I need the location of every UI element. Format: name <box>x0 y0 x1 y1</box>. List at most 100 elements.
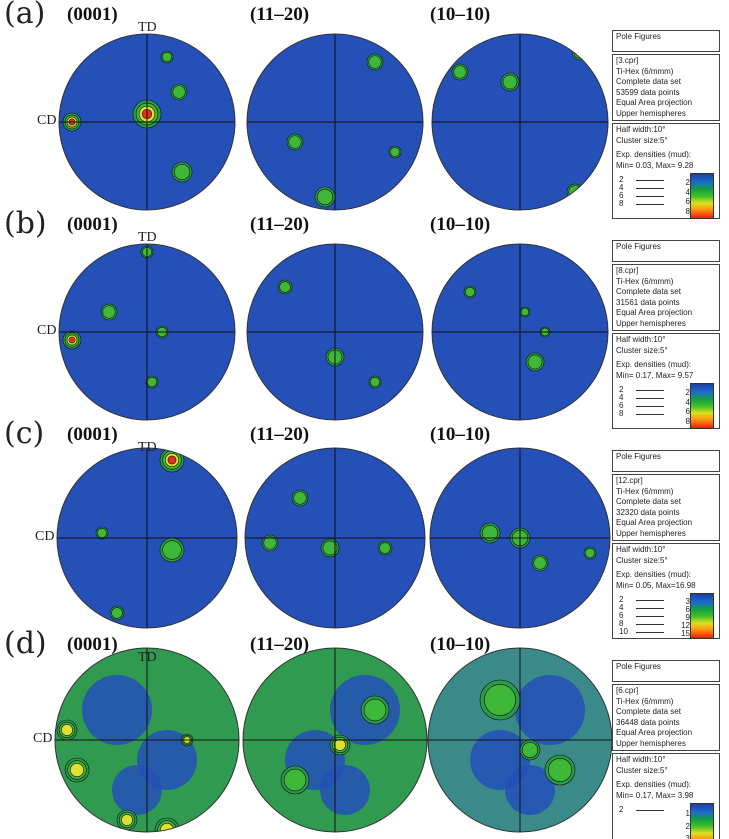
density-contour <box>502 74 518 90</box>
density-contour <box>162 52 172 62</box>
info-half-width: Half width:10° <box>616 125 666 134</box>
colorbar-label: 2 <box>685 177 690 187</box>
density-contour <box>173 163 191 181</box>
density-contour <box>97 528 107 538</box>
contour-level-label: 8 <box>619 619 624 628</box>
contour-level-label: 2 <box>619 805 624 814</box>
contour-level-line <box>636 204 664 205</box>
contour-level-label: 4 <box>619 393 624 402</box>
low-density-region <box>320 765 370 815</box>
low-density-region <box>112 765 162 815</box>
contour-level-line <box>636 600 664 601</box>
density-info-box: Half width:10°Cluster size:5°Exp. densit… <box>612 543 720 639</box>
density-contour <box>322 540 338 556</box>
pole-figure-title: (11–20) <box>250 214 310 235</box>
density-contour <box>102 305 116 319</box>
colorbar-label: 3 <box>685 834 690 839</box>
info-phase: Ti-Hex (6/mmm) <box>616 696 674 706</box>
density-contour <box>334 739 346 751</box>
info-file: [12.cpr] <box>616 476 643 485</box>
contour-level-label: 6 <box>619 611 624 620</box>
low-density-region <box>505 765 555 815</box>
panel-title: Pole Figures <box>616 662 661 671</box>
info-hemisphere: Upper hemispheres <box>616 318 686 328</box>
contour-level-label: 2 <box>619 175 624 184</box>
info-dataset: Complete data set <box>616 707 681 716</box>
colorbar-label: 4 <box>685 187 690 197</box>
cd-label: CD <box>37 113 57 128</box>
info-panel: Pole Figures [6.cpr]Ti-Hex (6/mmm)Complet… <box>612 660 720 839</box>
contour-level-line <box>636 632 664 633</box>
panel-title-box: Pole Figures <box>612 450 720 472</box>
density-info-box: Half width:10°Cluster size:5°Exp. densit… <box>612 333 720 429</box>
density-contour <box>520 307 530 317</box>
contour-level-label: 6 <box>619 401 624 410</box>
info-densities: Exp. densities (mud): <box>616 150 692 159</box>
info-half-width: Half width:10° <box>616 755 666 764</box>
color-bar <box>690 173 714 219</box>
contour-level-line <box>636 390 664 391</box>
contour-level-label: 4 <box>619 183 624 192</box>
pole-figure-2 <box>427 647 613 833</box>
pole-figure-outline <box>431 33 609 211</box>
info-hemisphere: Upper hemispheres <box>616 528 686 538</box>
low-density-region <box>515 675 585 745</box>
density-contour <box>162 540 182 560</box>
colorbar-label: 15 <box>681 629 690 638</box>
color-bar <box>690 803 714 839</box>
info-projection: Equal Area projection <box>616 518 693 527</box>
colorbar-label: 1 <box>685 809 690 819</box>
info-dataset: Complete data set <box>616 77 681 86</box>
contour-level-label: 10 <box>619 627 628 636</box>
contour-level-line <box>636 608 664 609</box>
pole-figure-outline <box>244 447 426 629</box>
panel-title-box: Pole Figures <box>612 660 720 682</box>
info-minmax: Min= 0.03, Max= 9.28 <box>616 160 694 170</box>
td-label: TD <box>138 230 157 245</box>
panel-title: Pole Figures <box>616 452 661 461</box>
info-projection: Equal Area projection <box>616 98 693 107</box>
row-label: (b) <box>4 206 47 241</box>
info-densities: Exp. densities (mud): <box>616 570 692 579</box>
info-densities: Exp. densities (mud): <box>616 780 692 789</box>
density-contour <box>172 85 186 99</box>
density-contour <box>370 377 380 387</box>
pole-figure-title: (10–10) <box>430 214 491 235</box>
info-file: [6.cpr] <box>616 686 639 695</box>
density-contour <box>288 135 302 149</box>
info-points: 32320 data points <box>616 507 680 517</box>
info-phase: Ti-Hex (6/mmm) <box>616 486 674 496</box>
info-cluster: Cluster size:5° <box>616 135 668 145</box>
td-label: TD <box>138 650 157 665</box>
pole-figure-0 <box>56 447 238 629</box>
density-contour <box>279 281 291 293</box>
info-half-width: Half width:10° <box>616 335 666 344</box>
info-phase: Ti-Hex (6/mmm) <box>616 276 674 286</box>
density-contour <box>533 556 547 570</box>
colorbar-label: 8 <box>685 417 690 427</box>
pole-figure-1 <box>242 647 428 833</box>
colorbar-label: 2 <box>685 387 690 397</box>
pole-figure-outline <box>246 33 424 211</box>
info-densities: Exp. densities (mud): <box>616 360 692 369</box>
info-minmax: Min= 0.17, Max= 9.57 <box>616 370 694 380</box>
contour-level-line <box>636 180 664 181</box>
density-contour <box>484 684 516 716</box>
pole-figure-1 <box>244 447 426 629</box>
colorbar-label: 9 <box>685 613 690 622</box>
density-contour <box>573 45 587 59</box>
color-bar <box>690 383 714 429</box>
pole-figure-outline <box>58 33 236 211</box>
info-projection: Equal Area projection <box>616 728 693 737</box>
info-minmax: Min= 0.05, Max=16.98 <box>616 580 696 590</box>
panel-title-box: Pole Figures <box>612 240 720 262</box>
row-label: (a) <box>4 0 46 31</box>
density-contour <box>111 607 123 619</box>
colorbar-label: 6 <box>685 407 690 417</box>
